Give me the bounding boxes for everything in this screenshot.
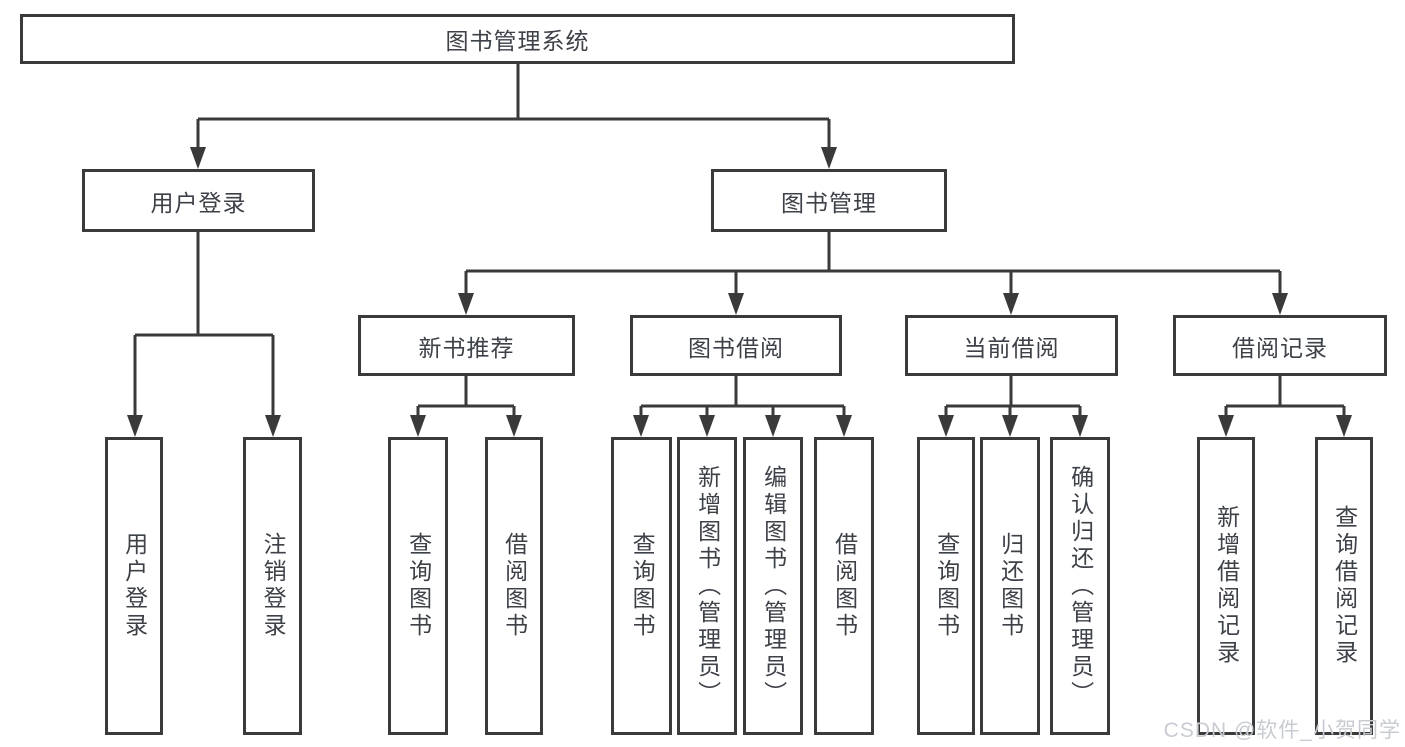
leaf-recommend-borrow-books-label: 借阅图书	[501, 532, 528, 640]
leaf-current-query-books-label: 查询图书	[933, 532, 960, 640]
leaf-borrow-query-books-label: 查询图书	[629, 532, 656, 640]
node-book-borrow-label: 图书借阅	[688, 334, 784, 361]
leaf-confirm-return-admin-label: 确认归还（管理员）	[1067, 464, 1094, 708]
node-borrow-records: 借阅记录	[1173, 315, 1387, 376]
node-user-login: 用户登录	[82, 169, 315, 232]
leaf-add-books-admin-label: 新增图书（管理员）	[694, 464, 721, 708]
leaf-add-borrow-record: 新增借阅记录	[1197, 437, 1255, 735]
leaf-user-login: 用户登录	[105, 437, 163, 735]
node-book-borrow: 图书借阅	[630, 315, 842, 376]
node-current-borrow: 当前借阅	[905, 315, 1118, 376]
node-new-book-recommend-label: 新书推荐	[418, 334, 515, 361]
leaf-borrow-books: 借阅图书	[814, 437, 874, 735]
leaf-add-books-admin: 新增图书（管理员）	[677, 437, 737, 735]
leaf-confirm-return-admin: 确认归还（管理员）	[1050, 437, 1110, 735]
leaf-edit-books-admin: 编辑图书（管理员）	[743, 437, 803, 735]
leaf-return-books-label: 归还图书	[997, 532, 1024, 640]
leaf-query-borrow-record: 查询借阅记录	[1315, 437, 1373, 735]
leaf-query-borrow-record-label: 查询借阅记录	[1331, 505, 1358, 667]
node-new-book-recommend: 新书推荐	[358, 315, 575, 376]
leaf-recommend-borrow-books: 借阅图书	[485, 437, 543, 735]
node-root: 图书管理系统	[20, 14, 1015, 64]
leaf-add-borrow-record-label: 新增借阅记录	[1213, 505, 1240, 667]
leaf-return-books: 归还图书	[980, 437, 1040, 735]
leaf-user-login-label: 用户登录	[121, 532, 148, 640]
leaf-recommend-query-books: 查询图书	[388, 437, 448, 735]
leaf-borrow-query-books: 查询图书	[611, 437, 672, 735]
csdn-watermark: CSDN @软件_小贺同学	[1163, 719, 1401, 742]
leaf-borrow-books-label: 借阅图书	[831, 532, 858, 640]
node-book-management-label: 图书管理	[781, 189, 877, 216]
leaf-current-query-books: 查询图书	[917, 437, 975, 735]
node-book-management: 图书管理	[711, 169, 947, 232]
leaf-logout-label: 注销登录	[260, 532, 287, 640]
leaf-recommend-query-books-label: 查询图书	[405, 532, 432, 640]
node-root-label: 图书管理系统	[445, 28, 590, 54]
node-current-borrow-label: 当前借阅	[963, 334, 1060, 361]
leaf-logout: 注销登录	[243, 437, 302, 735]
leaf-edit-books-admin-label: 编辑图书（管理员）	[760, 464, 787, 708]
node-user-login-label: 用户登录	[150, 189, 247, 216]
node-borrow-records-label: 借阅记录	[1232, 334, 1328, 361]
